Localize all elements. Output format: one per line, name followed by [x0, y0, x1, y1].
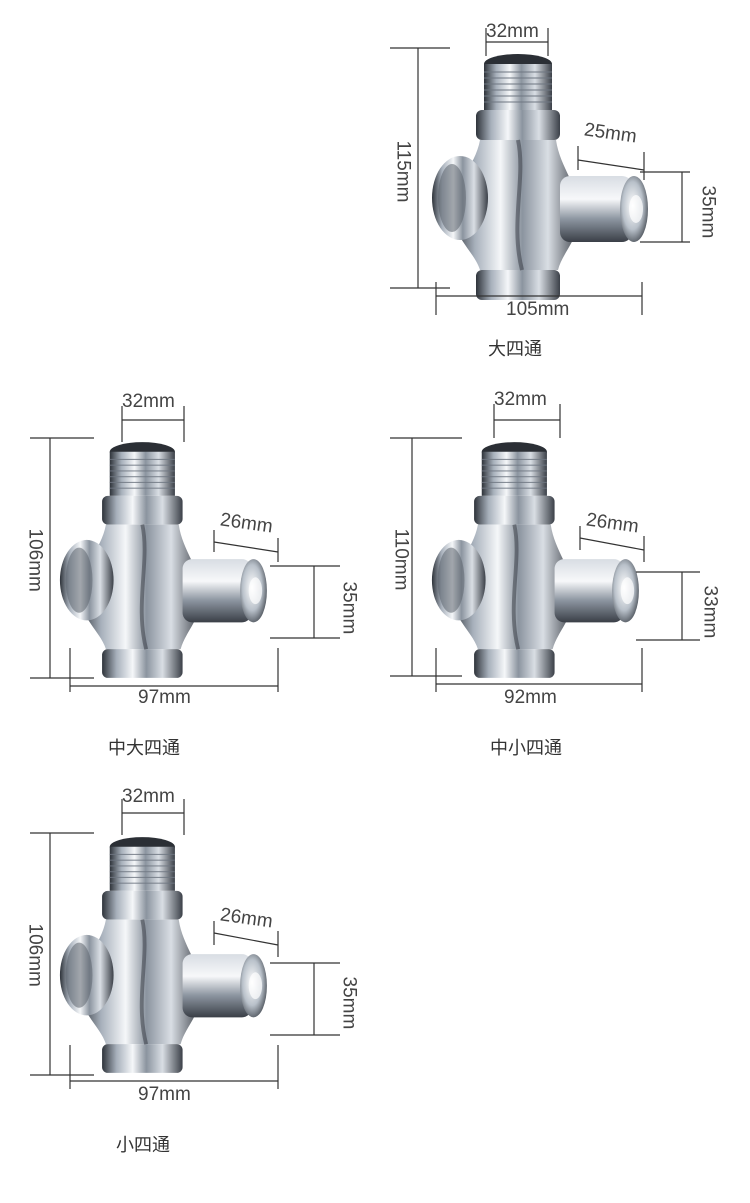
product-caption: 大四通 — [488, 339, 542, 359]
top-width-label: 32mm — [122, 786, 175, 807]
width-label: 105mm — [506, 299, 570, 320]
button-height-label: 35mm — [338, 581, 360, 635]
product-caption: 中小四通 — [490, 738, 562, 758]
valve-illustration — [30, 799, 340, 1089]
top-width-label: 32mm — [122, 391, 175, 412]
height-label: 110mm — [390, 528, 412, 591]
height-label: 115mm — [392, 140, 414, 203]
valve-illustration — [30, 406, 340, 692]
valve-illustration — [390, 28, 690, 315]
product-medium-small-four-way: 32mm 26mm 33mm 110mm 92mm 中小四通 — [390, 390, 730, 760]
product-medium-large-four-way: 32mm 26mm 35mm 106mm 97mm 中大四通 — [25, 390, 360, 760]
height-label: 106mm — [24, 923, 46, 987]
button-height-label: 33mm — [699, 585, 721, 639]
product-small-four-way: 32mm 26mm 35mm 106mm 97mm 小四通 — [25, 785, 360, 1165]
top-width-label: 32mm — [486, 21, 539, 42]
product-large-four-way: 32mm 25mm 35mm 115mm 105mm 大四通 — [390, 20, 720, 360]
height-label: 106mm — [24, 528, 46, 592]
product-caption: 中大四通 — [108, 738, 180, 758]
width-label: 97mm — [138, 687, 191, 708]
product-caption: 小四通 — [116, 1135, 170, 1155]
button-height-label: 35mm — [338, 976, 360, 1030]
width-label: 92mm — [504, 687, 557, 708]
valve-illustration — [390, 404, 700, 692]
button-height-label: 35mm — [697, 185, 719, 239]
top-width-label: 32mm — [494, 389, 547, 410]
width-label: 97mm — [138, 1084, 191, 1105]
